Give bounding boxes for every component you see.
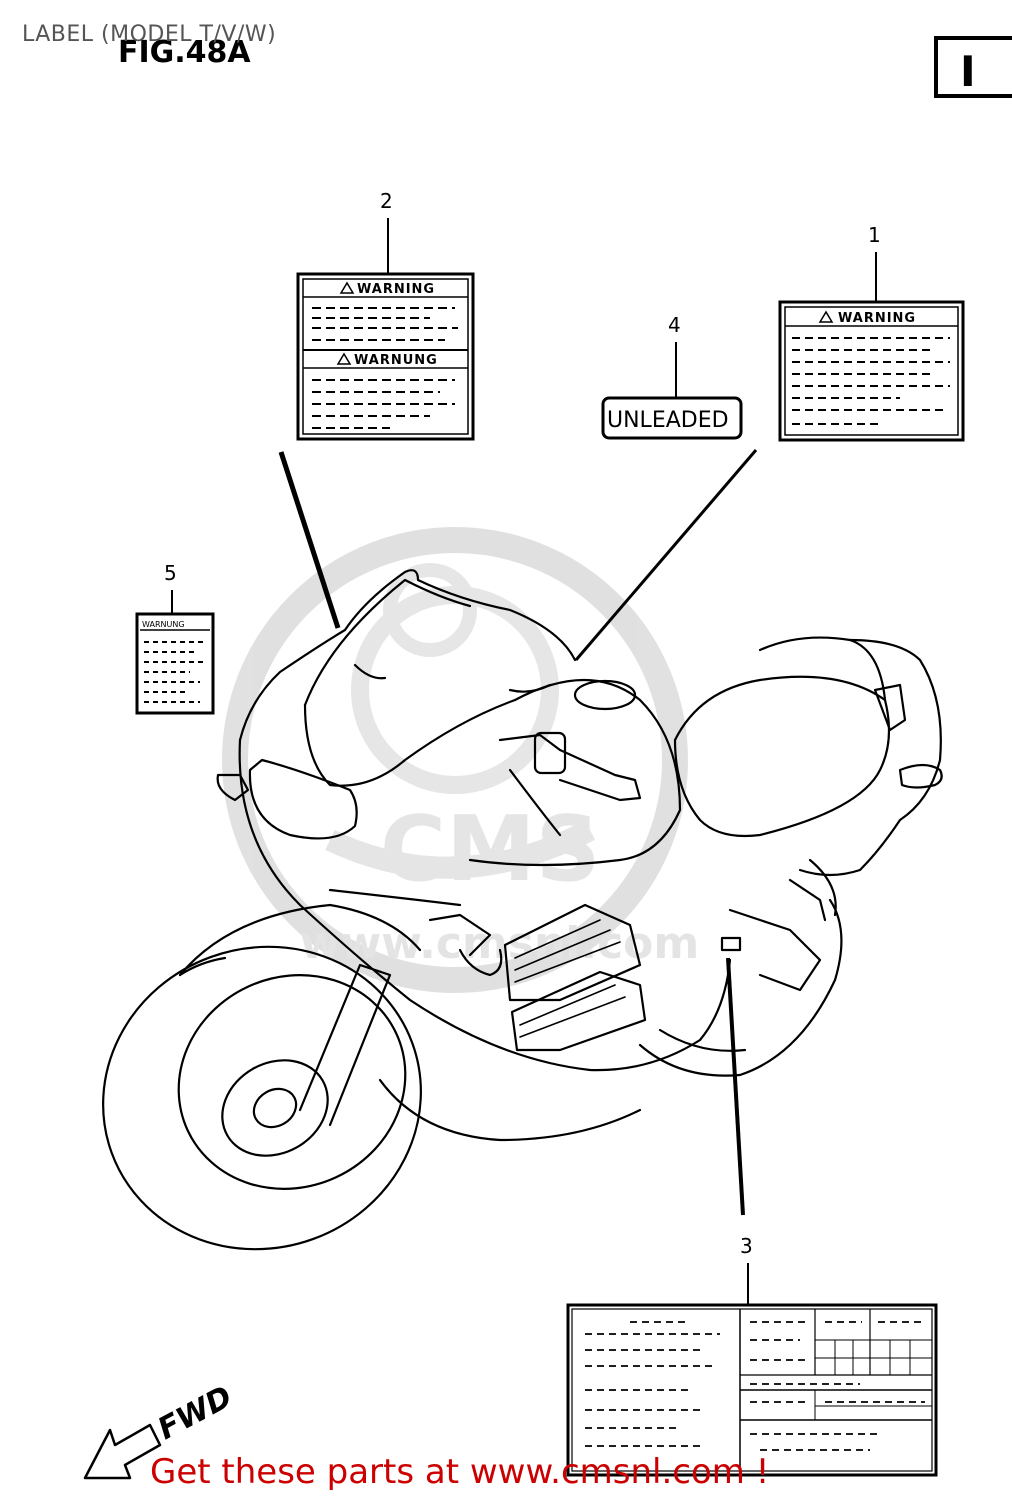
label-4: 4 UNLEADED (601, 313, 743, 440)
label-1: 1 WARNING (778, 223, 965, 442)
leader-lines (278, 449, 758, 1216)
callout-4: 4 (668, 313, 681, 337)
warnung-heading-2: WARNUNG (354, 353, 438, 368)
watermark-logo-text: CMS (380, 797, 600, 902)
callout-2: 2 (380, 189, 393, 213)
label-2: 2 WARNING WARNUNG (296, 189, 475, 441)
callout-3: 3 (740, 1234, 753, 1258)
callout-1: 1 (868, 223, 881, 247)
motorcycle-drawing (102, 569, 943, 1251)
page-caption: LABEL (MODEL T/V/W) (22, 22, 277, 47)
callout-5: 5 (164, 561, 177, 585)
footer-parts-link[interactable]: Get these parts at www.cmsnl.com ! (150, 1452, 770, 1492)
warning-heading-1: WARNING (838, 311, 916, 326)
label-3: 3 (566, 1234, 938, 1477)
warning-heading-2: WARNING (357, 282, 435, 297)
small-label-heading: WARNUNG (142, 620, 185, 629)
section-marker-text: I (960, 47, 976, 96)
fwd-label: FWD (152, 1379, 238, 1447)
section-marker: I (934, 36, 1012, 98)
unleaded-label-text: UNLEADED (607, 408, 729, 433)
watermark-url: www.cmsnl.com (300, 918, 699, 969)
figure-title: FIG.48A (118, 35, 251, 70)
label-5: 5 WARNUNG (135, 561, 215, 715)
